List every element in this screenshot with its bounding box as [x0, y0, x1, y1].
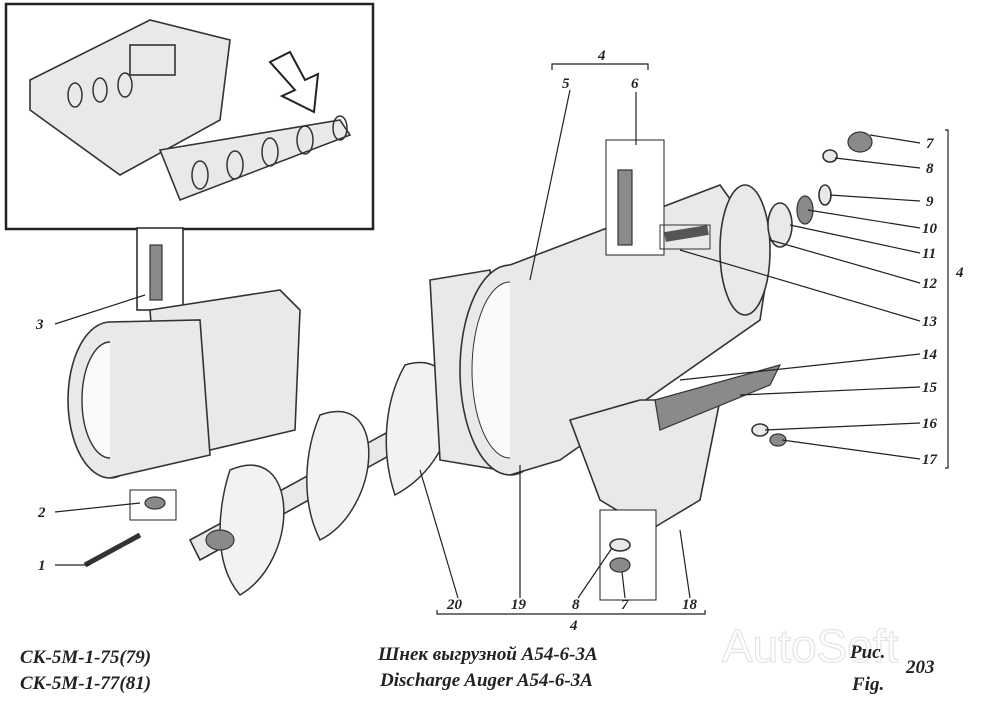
callout-17: 17	[922, 452, 938, 468]
callout-12: 12	[922, 276, 938, 292]
watermark: AutoSoft	[722, 620, 899, 672]
callout-14: 14	[922, 347, 938, 363]
callout-15: 15	[922, 380, 938, 396]
fig-number: 203	[905, 657, 935, 678]
combine-inset	[4, 2, 375, 231]
callout-1: 1	[38, 558, 46, 574]
bearing-housing-part	[67, 227, 301, 568]
callout-5: 5	[562, 76, 570, 92]
callout-18: 18	[682, 597, 698, 613]
model-line-2: СК-5М-1-77(81)	[20, 673, 151, 694]
title-en: Discharge Auger A54-6-3A	[379, 670, 593, 691]
callout-7: 7	[926, 136, 934, 152]
callout-2: 2	[37, 505, 46, 521]
callout-7b: 7	[621, 597, 629, 613]
callout-13: 13	[922, 314, 938, 330]
arrow-icon	[268, 50, 320, 114]
callout-6: 6	[631, 76, 639, 92]
callout-bottom-group: 4	[569, 618, 578, 634]
callout-right-group: 4	[955, 265, 964, 281]
callout-8: 8	[926, 161, 934, 177]
callout-11: 11	[922, 246, 936, 262]
fig-label-ru: Рис.	[849, 642, 885, 663]
leader-lines	[54, 63, 949, 615]
title-ru: Шнек выгрузной А54-6-3А	[377, 644, 598, 665]
model-line-1: СК-5М-1-75(79)	[20, 647, 151, 668]
callout-3: 3	[35, 317, 44, 333]
callout-top-group: 4	[597, 48, 606, 64]
callout-9: 9	[926, 194, 934, 210]
auger-housing-part	[429, 131, 873, 601]
callout-8b: 8	[572, 597, 580, 613]
callout-10: 10	[922, 221, 938, 237]
callout-16: 16	[922, 416, 938, 432]
callout-19: 19	[511, 597, 527, 613]
fig-label-en: Fig.	[851, 674, 884, 695]
callout-20: 20	[446, 597, 463, 613]
